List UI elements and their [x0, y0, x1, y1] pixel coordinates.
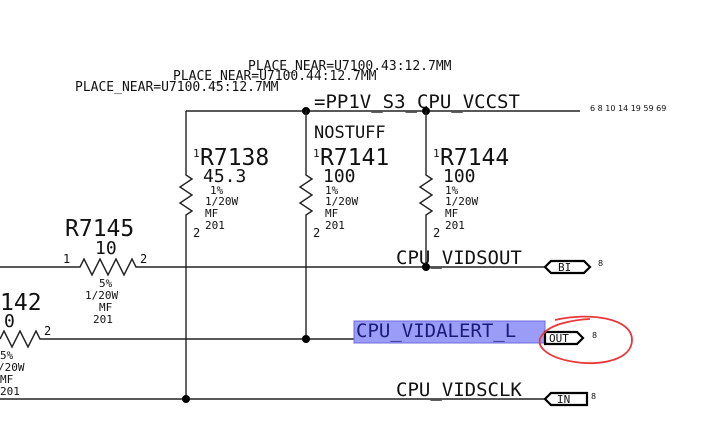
rail-page-refs: 6 8 10 14 19 59 69: [590, 104, 666, 113]
svg-text:2: 2: [44, 324, 51, 338]
svg-text:1/20W: 1/20W: [205, 195, 238, 208]
svg-text:1/20W: 1/20W: [445, 195, 478, 208]
place-note-44: PLACE_NEAR=U7100.44:12.7MM: [173, 69, 377, 84]
svg-text:2: 2: [193, 226, 200, 240]
svg-text:2: 2: [140, 252, 147, 266]
svg-text:142: 142: [0, 290, 42, 316]
svg-text:201: 201: [205, 219, 225, 232]
net-label-vidsclk[interactable]: CPU_VIDSCLK: [396, 379, 522, 401]
svg-text:5%: 5%: [0, 349, 14, 362]
junction-dot: [302, 335, 310, 343]
svg-text:0: 0: [4, 311, 15, 332]
svg-text:10: 10: [95, 238, 117, 259]
svg-text:1/20W: 1/20W: [85, 289, 118, 302]
resistor-r7144[interactable]: 1 R7144 100 1% 1/20W MF 201 2: [418, 111, 509, 267]
svg-text:5%: 5%: [99, 277, 113, 290]
svg-text:2: 2: [433, 226, 440, 240]
svg-text:1%: 1%: [325, 184, 339, 197]
svg-text:MF: MF: [99, 301, 112, 314]
svg-text:MF: MF: [0, 373, 13, 386]
svg-text:1: 1: [433, 147, 440, 160]
svg-text:1%: 1%: [445, 184, 459, 197]
svg-text:MF: MF: [205, 207, 218, 220]
svg-text:MF: MF: [325, 207, 338, 220]
svg-text:201: 201: [445, 219, 465, 232]
svg-text:R7145: R7145: [65, 216, 134, 242]
svg-text:1: 1: [193, 147, 200, 160]
page-ref: 8: [592, 331, 597, 340]
svg-text:OUT: OUT: [549, 332, 569, 345]
net-label-vidsout[interactable]: CPU_VIDSOUT: [396, 247, 522, 269]
svg-text:1%: 1%: [210, 184, 224, 197]
red-circle-annotation: [538, 315, 633, 365]
svg-text:1: 1: [63, 252, 70, 266]
net-label-vidalert[interactable]: CPU_VIDALERT_L: [356, 320, 516, 342]
svg-text:R7141: R7141: [320, 145, 389, 171]
junction-dot: [182, 395, 190, 403]
rail-net-label[interactable]: =PP1V_S3_CPU_VCCST: [314, 91, 520, 113]
svg-text:MF: MF: [445, 207, 458, 220]
svg-text:45.3: 45.3: [203, 166, 246, 187]
port-flag-out[interactable]: OUT: [543, 330, 585, 346]
svg-text:BI: BI: [558, 261, 571, 274]
port-flag-in[interactable]: IN: [543, 391, 589, 407]
svg-text:201: 201: [325, 219, 345, 232]
port-flag-bi[interactable]: BI: [543, 259, 592, 275]
junction-dot: [422, 263, 430, 271]
page-ref: 8: [598, 259, 603, 268]
resistor-r7142[interactable]: 142 0 2 5% /20W MF 201: [0, 290, 545, 398]
svg-text:100: 100: [323, 166, 356, 187]
svg-text:1: 1: [313, 147, 320, 160]
svg-text:100: 100: [443, 166, 476, 187]
place-note-45: PLACE_NEAR=U7100.45:12.7MM: [75, 80, 279, 95]
page-ref: 8: [591, 392, 596, 401]
svg-text:IN: IN: [557, 393, 570, 406]
svg-text:1/20W: 1/20W: [325, 195, 358, 208]
resistor-r7141[interactable]: 1 R7141 100 1% 1/20W MF 201 2: [298, 111, 389, 339]
svg-text:R7144: R7144: [440, 145, 509, 171]
resistor-r7145[interactable]: R7145 10 1 2 5% 1/20W MF 201: [0, 216, 545, 326]
resistor-r7138[interactable]: 1 R7138 45.3 1% 1/20W MF 201 2: [178, 111, 269, 399]
nostuff-label: NOSTUFF: [314, 123, 386, 143]
svg-text:R7138: R7138: [200, 145, 269, 171]
svg-text:/20W: /20W: [0, 361, 25, 374]
svg-text:201: 201: [93, 313, 113, 326]
place-note-43: PLACE_NEAR=U7100.43:12.7MM: [248, 59, 452, 74]
svg-text:201: 201: [0, 385, 20, 398]
svg-text:2: 2: [313, 226, 320, 240]
